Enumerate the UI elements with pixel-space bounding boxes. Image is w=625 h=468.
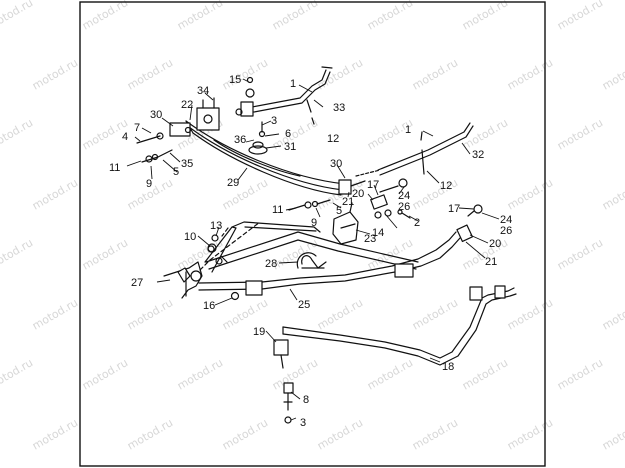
callout-2: 2 — [414, 217, 420, 229]
callout-9b: 9 — [311, 217, 317, 229]
callout-19: 19 — [253, 326, 265, 338]
callout-8: 8 — [303, 394, 309, 406]
callout-20b: 20 — [489, 238, 501, 250]
left-bolt-assembly — [136, 126, 192, 163]
callout-23: 23 — [364, 233, 376, 245]
callout-36: 36 — [234, 134, 246, 146]
callout-26b: 26 — [500, 225, 512, 237]
callout-6: 6 — [285, 128, 291, 140]
callout-33: 33 — [333, 102, 345, 114]
callout-5a: 5 — [173, 166, 179, 178]
callout-22: 22 — [181, 99, 193, 111]
callout-17b: 17 — [448, 203, 460, 215]
bent-rod-33 — [240, 66, 333, 125]
callout-11b: 11 — [272, 204, 283, 216]
callout-21a: 21 — [342, 196, 354, 208]
callout-13: 13 — [210, 220, 222, 232]
callout-14: 14 — [372, 227, 384, 239]
callout-5b: 5 — [336, 205, 342, 217]
center-stud — [248, 121, 268, 155]
callout-4: 4 — [122, 131, 128, 143]
callout-29: 29 — [227, 177, 239, 189]
callout-31: 31 — [284, 141, 296, 153]
callout-12a: 12 — [327, 133, 339, 145]
diagram-border — [79, 1, 546, 467]
bracket-23 — [332, 202, 359, 245]
callout-7: 7 — [134, 122, 140, 134]
callout-24a: 24 — [398, 190, 410, 202]
callout-27: 27 — [131, 277, 143, 289]
callout-9a: 9 — [146, 178, 152, 190]
callout-20a: 20 — [352, 188, 364, 200]
frame-tube-25 — [198, 221, 461, 301]
callout-17a: 17 — [367, 179, 379, 191]
u-bolt-28 — [296, 252, 327, 269]
callout-24b: 24 — [500, 214, 512, 226]
front-knuckle-27 — [163, 261, 203, 299]
callout-16: 16 — [203, 300, 215, 312]
callout-32: 32 — [472, 149, 484, 161]
leader-lines — [126, 78, 500, 421]
callout-12b: 12 — [440, 180, 452, 192]
callout-34: 34 — [197, 85, 209, 97]
spring-eye-bushing — [338, 179, 366, 195]
callout-35: 35 — [181, 158, 193, 170]
rod-32 — [355, 122, 474, 177]
callout-30b: 30 — [330, 158, 342, 170]
callout-1b: 1 — [405, 124, 411, 136]
rod-18 — [282, 285, 517, 366]
callout-26a: 26 — [398, 201, 410, 213]
callout-3a: 3 — [271, 115, 277, 127]
callout-21b: 21 — [485, 256, 497, 268]
callout-labels: 1 1 2 3 3 4 5 5 6 7 8 9 9 10 11 11 12 12… — [109, 74, 512, 429]
callout-3b: 3 — [300, 417, 306, 429]
callout-1a: 1 — [290, 78, 296, 90]
callout-10: 10 — [184, 231, 196, 243]
callout-25: 25 — [298, 299, 310, 311]
callout-30a: 30 — [150, 109, 162, 121]
callout-18: 18 — [442, 361, 454, 373]
clamp-19-assembly — [273, 339, 294, 424]
callout-15: 15 — [229, 74, 241, 86]
shackle-hardware-mid — [370, 178, 411, 219]
small-fasteners — [207, 76, 392, 253]
callout-28: 28 — [265, 258, 277, 270]
callout-11a: 11 — [109, 162, 120, 174]
